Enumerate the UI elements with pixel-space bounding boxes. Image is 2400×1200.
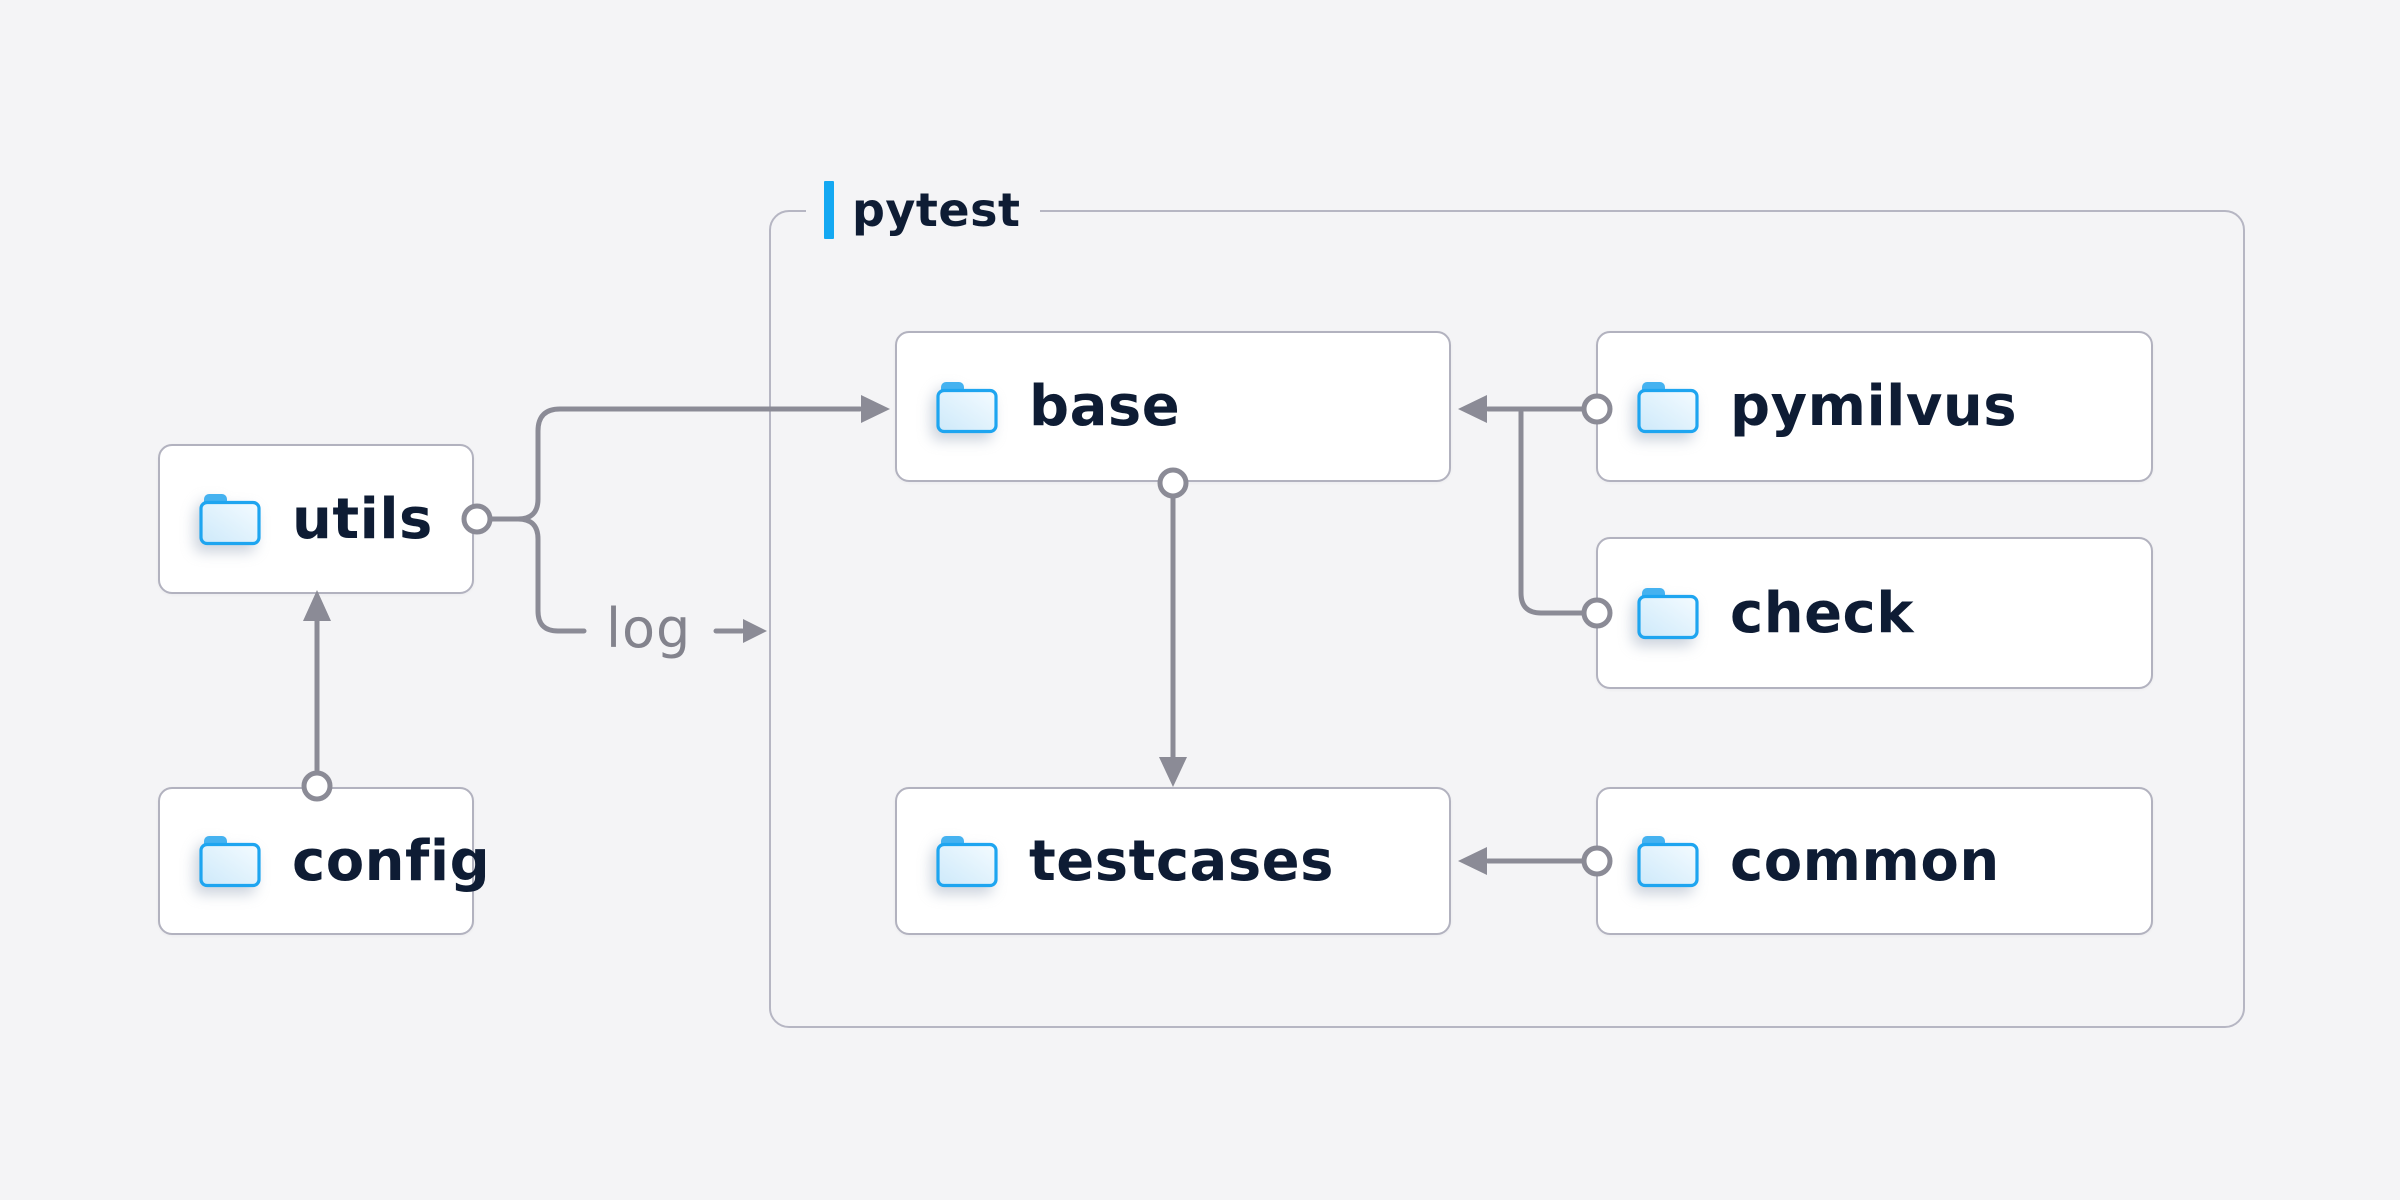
node-base: base bbox=[895, 331, 1451, 482]
folder-icon bbox=[198, 492, 262, 546]
folder-icon bbox=[1636, 380, 1700, 434]
arrowhead-right-icon bbox=[743, 619, 767, 643]
node-common-label: common bbox=[1730, 828, 2000, 894]
node-pymilvus-label: pymilvus bbox=[1730, 374, 2018, 439]
node-utils-label: utils bbox=[292, 486, 433, 552]
node-common: common bbox=[1596, 787, 2153, 935]
node-config-label: config bbox=[292, 828, 491, 894]
group-title: pytest bbox=[852, 183, 1021, 237]
node-config: config bbox=[158, 787, 490, 935]
folder-icon bbox=[1636, 586, 1700, 640]
arrowhead-up-icon bbox=[303, 590, 331, 621]
folder-icon bbox=[198, 834, 262, 888]
pytest-group-label: pytest bbox=[806, 181, 1041, 239]
folder-icon bbox=[1636, 834, 1700, 888]
edge-utils-log bbox=[515, 516, 587, 634]
node-base-label: base bbox=[1029, 374, 1181, 439]
node-testcases-label: testcases bbox=[1029, 828, 1334, 894]
edge-label-log: log bbox=[606, 596, 692, 660]
folder-icon bbox=[935, 834, 999, 888]
node-utils: utils bbox=[158, 444, 474, 594]
pytest-group-container bbox=[769, 210, 2245, 1028]
node-pymilvus: pymilvus bbox=[1596, 331, 2153, 482]
folder-icon bbox=[935, 380, 999, 434]
node-check-label: check bbox=[1730, 580, 1914, 646]
node-testcases: testcases bbox=[895, 787, 1451, 935]
node-check: check bbox=[1596, 537, 2153, 689]
accent-bar-icon bbox=[824, 181, 834, 239]
